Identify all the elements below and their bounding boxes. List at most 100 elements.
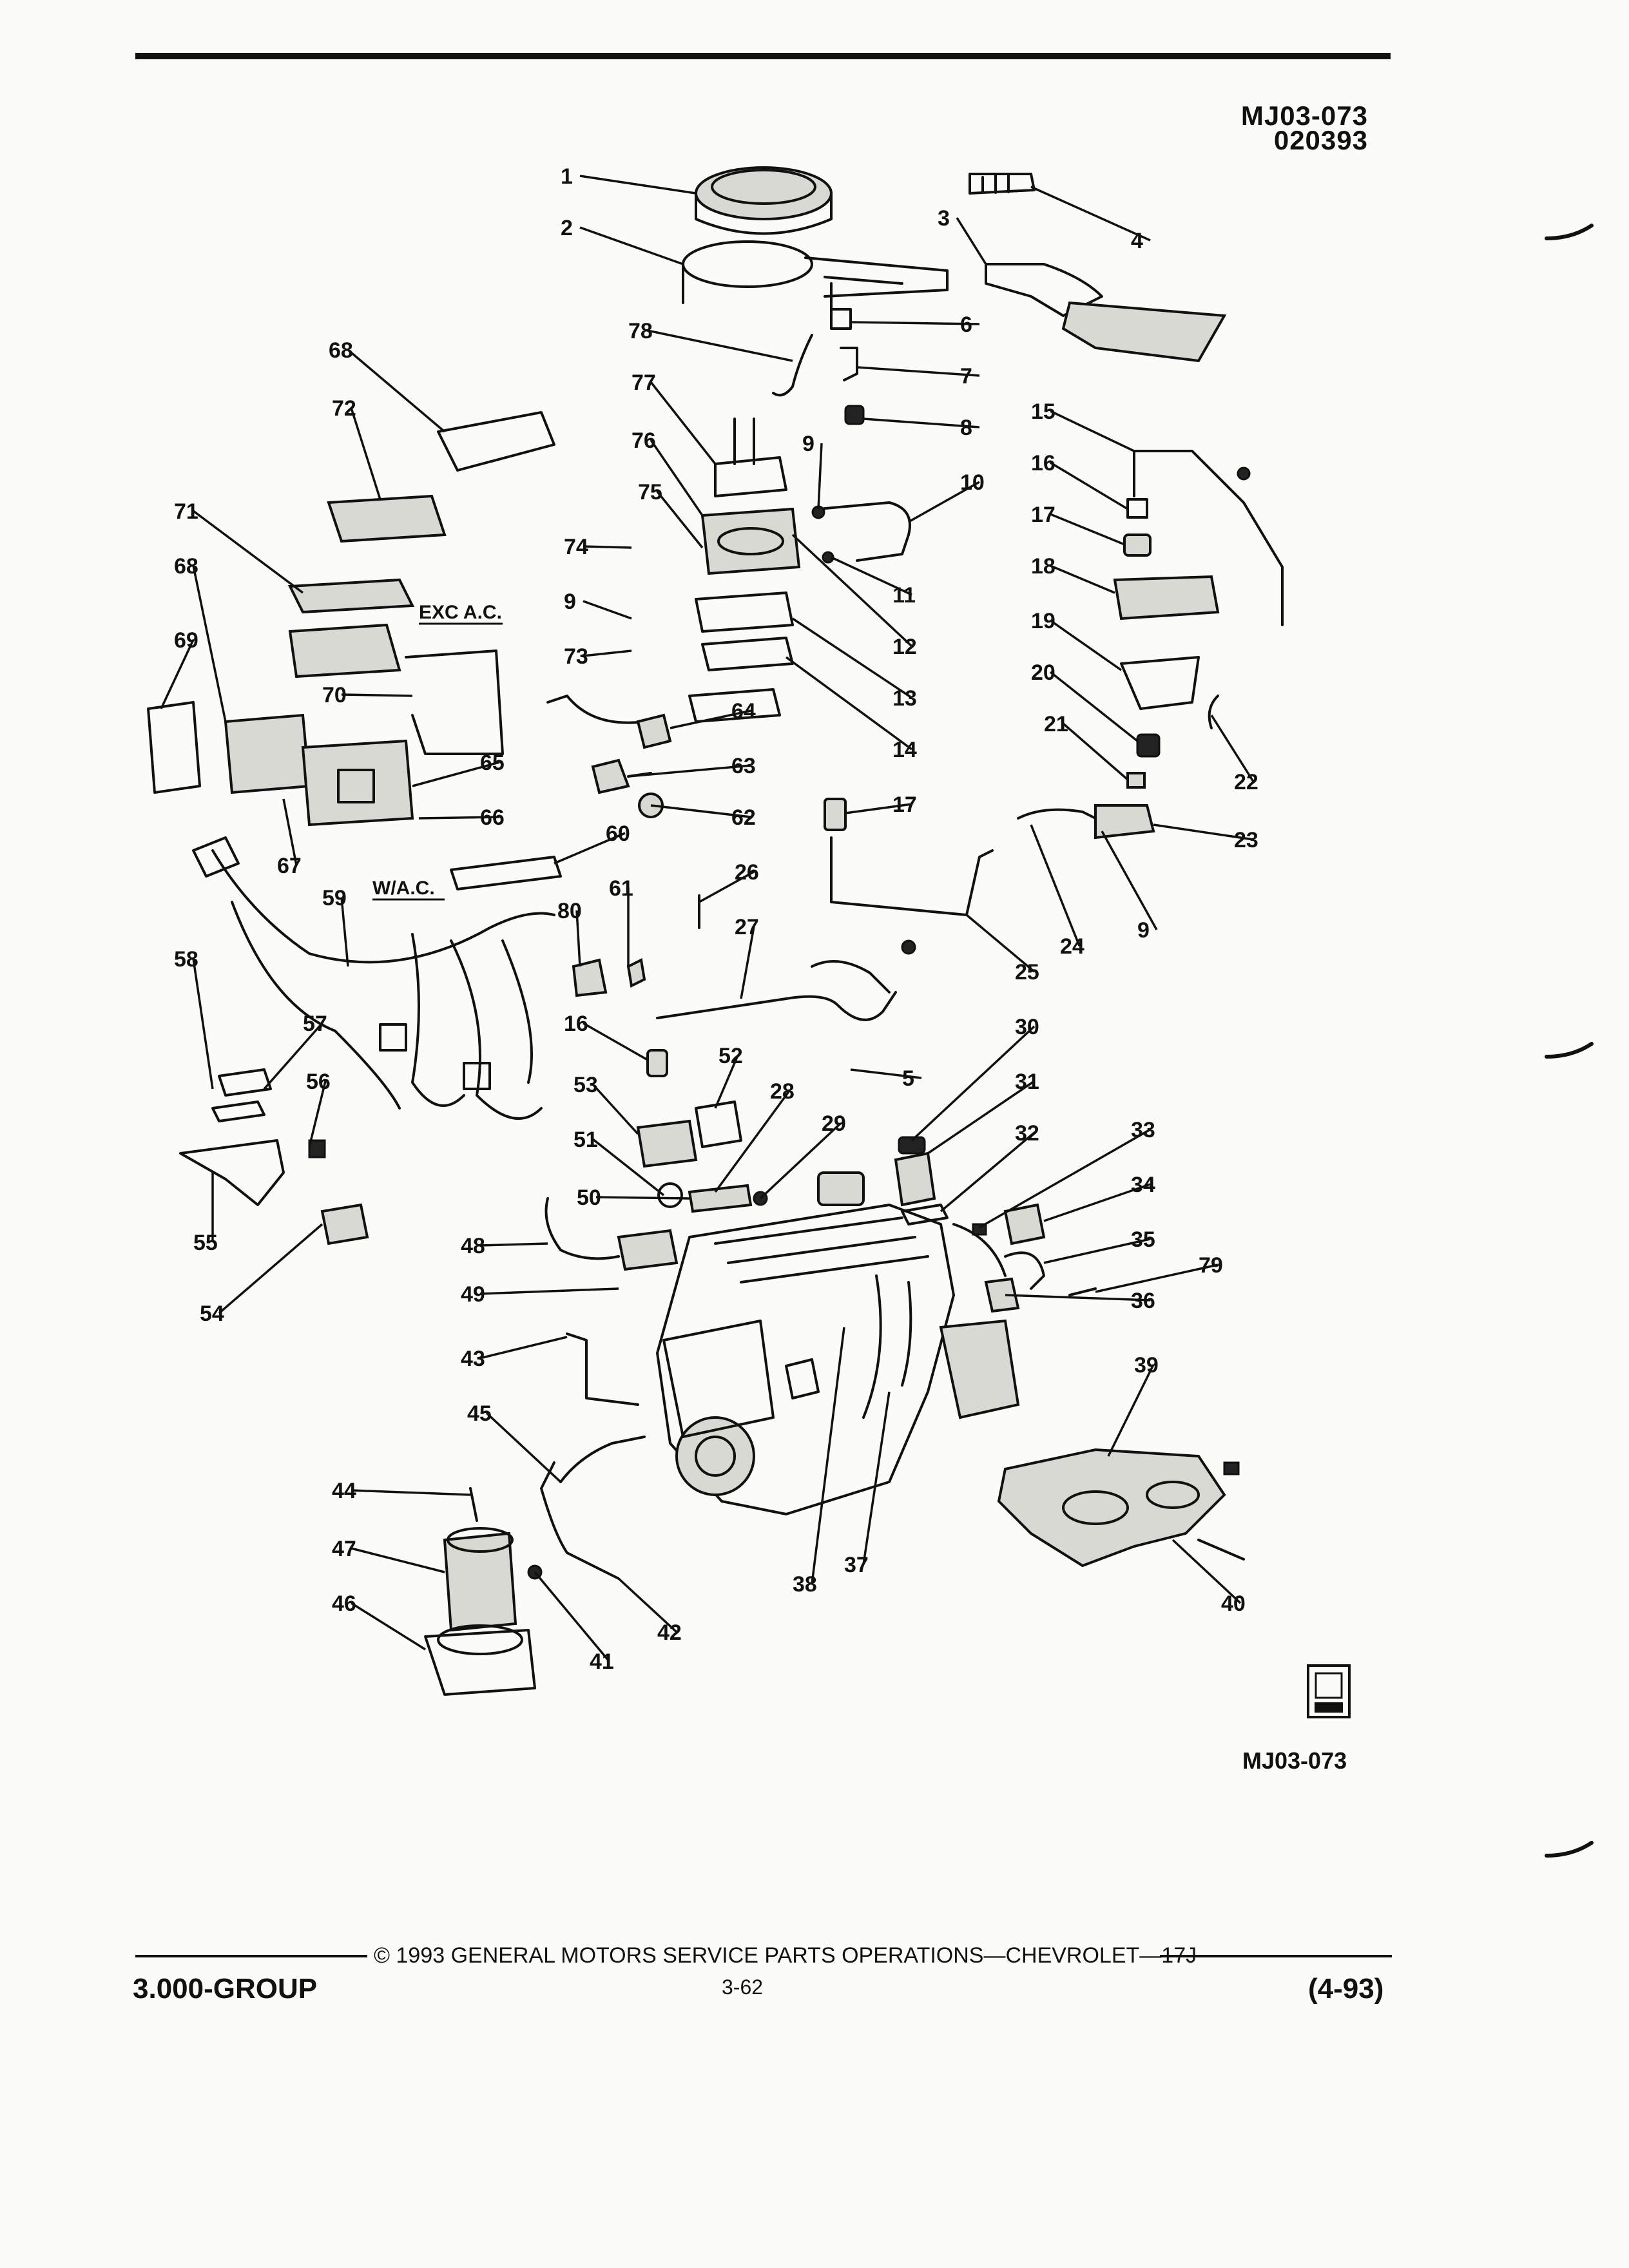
callout-1: 1 bbox=[561, 164, 573, 189]
callout-30: 30 bbox=[1015, 1015, 1039, 1039]
callout-31: 31 bbox=[1015, 1070, 1039, 1094]
callout-78: 78 bbox=[628, 319, 653, 343]
margin-mark bbox=[1545, 1841, 1594, 1858]
callout-leader bbox=[699, 870, 755, 903]
reference-id-bottom: MJ03-073 bbox=[1242, 1747, 1347, 1774]
callout-13: 13 bbox=[892, 686, 917, 711]
egr-valve bbox=[894, 1136, 1097, 1313]
footer-rule-left bbox=[135, 1955, 367, 1957]
callout-76: 76 bbox=[631, 428, 656, 453]
callout-6: 6 bbox=[960, 312, 972, 337]
callout-68: 68 bbox=[174, 554, 198, 579]
callout-24: 24 bbox=[1060, 934, 1084, 959]
callout-9: 9 bbox=[1137, 918, 1150, 943]
callout-leader bbox=[908, 481, 980, 523]
callout-leader bbox=[575, 910, 581, 967]
callout-leader bbox=[650, 439, 704, 516]
callout-39: 39 bbox=[1134, 1353, 1159, 1378]
callout-16: 16 bbox=[564, 1012, 588, 1036]
callout-leader bbox=[650, 804, 751, 818]
callout-21: 21 bbox=[1044, 712, 1068, 736]
callout-63: 63 bbox=[731, 754, 756, 778]
top-rule bbox=[135, 53, 1391, 59]
callout-leader bbox=[1043, 1183, 1151, 1222]
callout-leader bbox=[1210, 715, 1255, 782]
callout-leader bbox=[1049, 671, 1139, 742]
callout-leader bbox=[1005, 1294, 1151, 1302]
callout-69: 69 bbox=[174, 628, 198, 653]
callout-leader bbox=[192, 510, 304, 594]
callout-23: 23 bbox=[1234, 828, 1258, 852]
callout-72: 72 bbox=[332, 396, 356, 421]
callout-leader bbox=[1049, 619, 1123, 671]
callout-leader bbox=[656, 490, 704, 549]
callout-50: 50 bbox=[577, 1186, 601, 1210]
callout-71: 71 bbox=[174, 499, 198, 524]
callout-9: 9 bbox=[564, 590, 576, 614]
diagram-id: MJ03-073 bbox=[1240, 101, 1368, 131]
callout-leader bbox=[845, 803, 912, 814]
callout-leader bbox=[479, 1336, 568, 1360]
right-side-components bbox=[1017, 450, 1284, 840]
callout-34: 34 bbox=[1131, 1173, 1155, 1197]
callout-70: 70 bbox=[322, 683, 347, 707]
callout-leader bbox=[192, 958, 214, 1090]
callout-19: 19 bbox=[1031, 609, 1055, 633]
callout-54: 54 bbox=[200, 1302, 224, 1326]
callout-leader bbox=[412, 761, 500, 787]
callout-leader bbox=[759, 1122, 842, 1200]
note-w-ac: W/A.C. bbox=[372, 878, 435, 899]
callout-5: 5 bbox=[902, 1066, 914, 1091]
callout-16: 16 bbox=[1031, 451, 1055, 476]
callout-leader bbox=[218, 1223, 323, 1314]
callout-8: 8 bbox=[960, 416, 972, 440]
callout-leader bbox=[1043, 1238, 1151, 1264]
callout-leader bbox=[192, 565, 227, 722]
callout-leader bbox=[554, 832, 626, 865]
callout-leader bbox=[592, 1138, 665, 1196]
callout-28: 28 bbox=[770, 1079, 795, 1104]
control-modules bbox=[147, 411, 555, 827]
callout-leader bbox=[647, 329, 793, 362]
callout-9: 9 bbox=[802, 432, 815, 456]
callout-leader bbox=[862, 1391, 891, 1565]
callout-leader bbox=[160, 639, 195, 709]
callout-41: 41 bbox=[590, 1649, 614, 1674]
callout-43: 43 bbox=[461, 1347, 485, 1371]
sensors bbox=[546, 695, 700, 997]
callout-77: 77 bbox=[631, 370, 656, 395]
callout-leader bbox=[792, 617, 912, 699]
callout-leader bbox=[714, 1055, 739, 1109]
callout-7: 7 bbox=[960, 364, 972, 389]
callout-leader bbox=[628, 764, 751, 778]
callout-leader bbox=[1062, 722, 1129, 781]
callout-leader bbox=[579, 175, 697, 195]
callout-leader bbox=[1030, 824, 1081, 947]
revision-date: (4-93) bbox=[1308, 1973, 1384, 2004]
callout-26: 26 bbox=[735, 860, 759, 885]
callout-leader bbox=[583, 545, 632, 549]
callout-52: 52 bbox=[718, 1044, 743, 1068]
intake-duct bbox=[969, 173, 1227, 363]
callout-leader bbox=[579, 226, 684, 265]
callout-14: 14 bbox=[892, 738, 917, 762]
callout-56: 56 bbox=[306, 1070, 331, 1094]
callout-leader bbox=[911, 1025, 1036, 1142]
callout-55: 55 bbox=[193, 1231, 218, 1255]
callout-leader bbox=[592, 1083, 639, 1135]
callout-47: 47 bbox=[332, 1537, 356, 1561]
callout-leader bbox=[351, 1602, 426, 1651]
callout-36: 36 bbox=[1131, 1289, 1155, 1313]
callout-leader bbox=[1095, 1264, 1219, 1293]
egr-valve-parts bbox=[636, 1100, 768, 1213]
callout-25: 25 bbox=[1015, 960, 1039, 985]
callout-74: 74 bbox=[564, 535, 588, 559]
callout-leader bbox=[831, 556, 912, 596]
callout-leader bbox=[479, 1242, 548, 1247]
callout-2: 2 bbox=[561, 216, 573, 240]
callout-leader bbox=[1050, 410, 1135, 452]
callout-73: 73 bbox=[564, 644, 588, 669]
callout-leader bbox=[1050, 564, 1115, 594]
wiring-harness bbox=[192, 836, 555, 1120]
